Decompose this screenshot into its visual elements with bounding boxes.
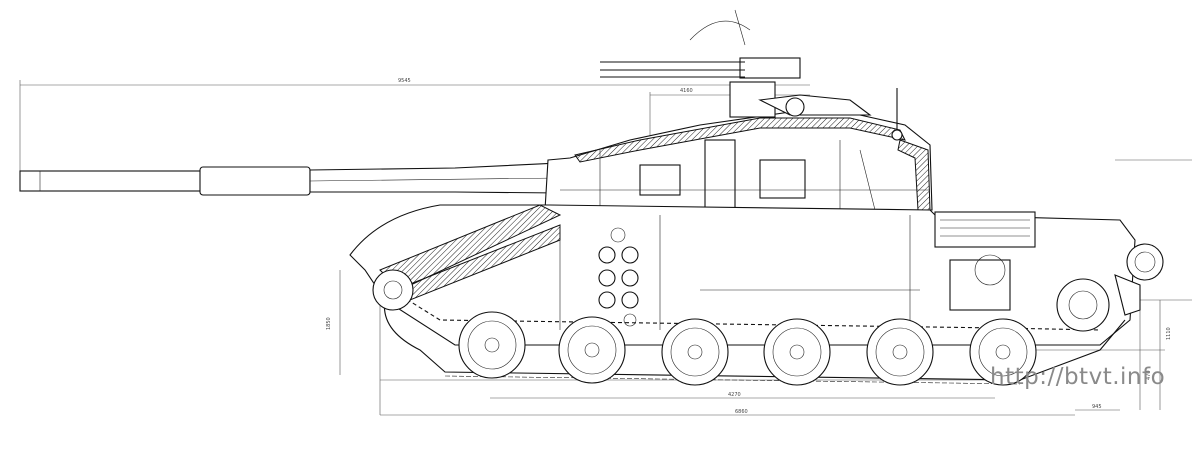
gun-barrel [19, 162, 561, 196]
dimension-labels: 9545 4160 1850 4270 6860 945 470 1110 [326, 78, 1172, 415]
dim-height: 1850 [326, 317, 332, 330]
dim-hull-length: 6860 [735, 409, 748, 415]
dim-ground: 470 [1146, 370, 1152, 380]
road-wheels [372, 269, 1110, 386]
dim-overall-length: 9545 [398, 78, 411, 84]
idler-wheel [372, 269, 414, 311]
dim-rear: 945 [1092, 404, 1102, 410]
dim-track-base: 4270 [728, 392, 741, 398]
road-wheel [661, 318, 729, 386]
track [383, 291, 1126, 385]
ammo-rack [598, 227, 639, 327]
dim-rear-height: 1110 [1166, 327, 1172, 340]
road-wheel [969, 318, 1037, 386]
road-wheel [866, 318, 934, 386]
dim-turret: 4160 [680, 88, 693, 94]
road-wheel [458, 311, 526, 379]
hull [349, 204, 1164, 346]
road-wheel [558, 316, 626, 384]
road-wheel [763, 318, 831, 386]
watermark-url: http://btvt.info [990, 364, 1166, 390]
commander-cupola [600, 9, 903, 141]
sprocket-wheel [1056, 278, 1110, 332]
